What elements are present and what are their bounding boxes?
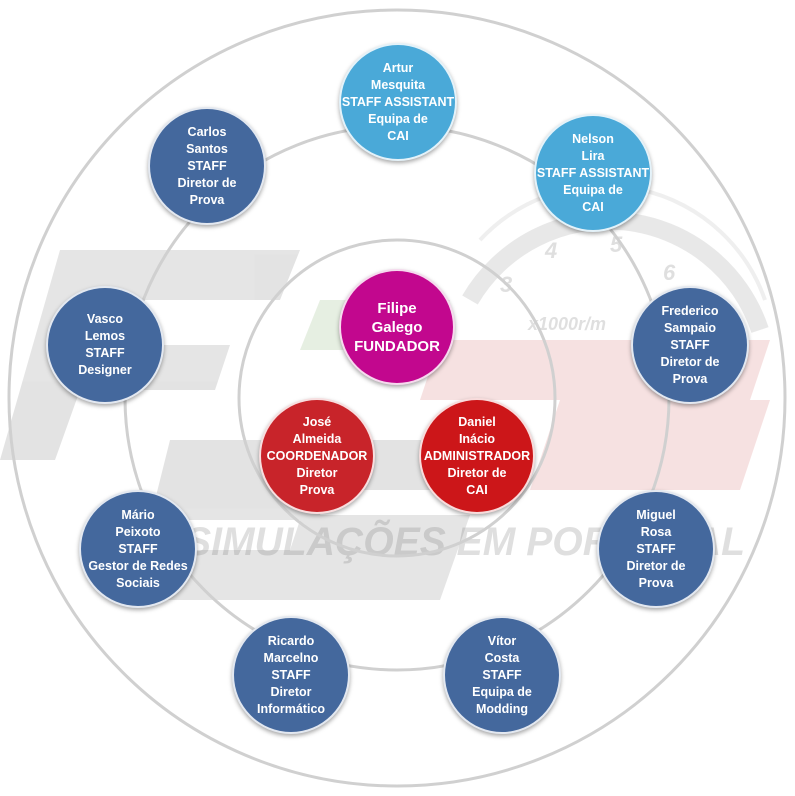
node-line: Mesquita xyxy=(370,77,426,92)
node-line: Daniel xyxy=(458,414,496,429)
node-artur-mesquita[interactable]: Artur Mesquita STAFF ASSISTANT Equipa de… xyxy=(339,43,457,161)
node-line: Prova xyxy=(672,371,708,386)
node-line: Diretor xyxy=(296,465,338,480)
node-ricardo-marcelno[interactable]: Ricardo Marcelno STAFF Diretor Informáti… xyxy=(232,616,350,734)
node-line: Equipa de xyxy=(563,182,623,197)
node-line: ADMINISTRADOR xyxy=(423,448,531,463)
node-line: STAFF xyxy=(670,337,710,352)
node-frederico-sampaio[interactable]: Frederico Sampaio STAFF Diretor de Prova xyxy=(631,286,749,404)
node-line: Santos xyxy=(186,141,228,156)
node-line: Equipa de xyxy=(368,111,428,126)
node-line: Frederico xyxy=(661,303,719,318)
node-line: Lira xyxy=(581,148,605,163)
node-jose-almeida[interactable]: José Almeida COORDENADOR Diretor Prova xyxy=(259,398,375,514)
node-line: Marcelno xyxy=(263,650,319,665)
node-line: Ricardo xyxy=(267,633,315,648)
node-vasco-lemos[interactable]: Vasco Lemos STAFF Designer xyxy=(46,286,164,404)
node-line: STAFF ASSISTANT xyxy=(341,94,455,109)
node-line: José xyxy=(302,414,332,429)
node-line: Rosa xyxy=(640,524,672,539)
node-nelson-lira[interactable]: Nelson Lira STAFF ASSISTANT Equipa de CA… xyxy=(534,114,652,232)
node-line: Diretor xyxy=(270,684,312,699)
node-line: Prova xyxy=(638,575,674,590)
node-line: Diretor de xyxy=(447,465,507,480)
node-daniel-inacio[interactable]: Daniel Inácio ADMINISTRADOR Diretor de C… xyxy=(419,398,535,514)
node-line: STAFF xyxy=(271,667,311,682)
node-line: Costa xyxy=(484,650,520,665)
node-line: Vasco xyxy=(86,312,124,326)
node-line: Artur xyxy=(382,60,414,75)
node-line: Mário xyxy=(121,507,155,522)
node-mario-peixoto[interactable]: Mário Peixoto STAFF Gestor de Redes Soci… xyxy=(79,490,197,608)
node-line: Designer xyxy=(78,363,132,377)
node-line: CAI xyxy=(582,199,604,214)
node-line: STAFF xyxy=(482,667,522,682)
node-vitor-costa[interactable]: Vítor Costa STAFF Equipa de Modding xyxy=(443,616,561,734)
node-line: Inácio xyxy=(458,431,496,446)
node-line: Diretor de xyxy=(177,175,237,190)
node-line: Filipe xyxy=(377,299,417,317)
node-line: Prova xyxy=(299,482,335,497)
inner-ring xyxy=(237,238,557,558)
node-line: Equipa de xyxy=(472,684,532,699)
node-line: FUNDADOR xyxy=(354,337,440,355)
node-line: Modding xyxy=(475,701,529,716)
node-line: Diretor de xyxy=(626,558,686,573)
node-line: Miguel xyxy=(636,507,676,522)
node-line: STAFF xyxy=(187,158,227,173)
node-line: STAFF xyxy=(636,541,676,556)
node-line: CAI xyxy=(466,482,488,497)
node-line: COORDENADOR xyxy=(266,448,368,463)
node-line: Gestor de Redes xyxy=(88,558,188,573)
node-line: Lemos xyxy=(84,329,126,343)
node-line: STAFF ASSISTANT xyxy=(536,165,650,180)
node-line: Almeida xyxy=(292,431,342,446)
node-line: Diretor de xyxy=(660,354,720,369)
outer-ring xyxy=(7,8,787,788)
node-carlos-santos[interactable]: Carlos Santos STAFF Diretor de Prova xyxy=(148,107,266,225)
node-line: Galego xyxy=(371,318,423,336)
node-line: Prova xyxy=(189,192,225,207)
node-filipe-galego[interactable]: Filipe Galego FUNDADOR xyxy=(339,269,455,385)
node-line: Vítor xyxy=(487,633,517,648)
node-line: Carlos xyxy=(187,124,227,139)
node-line: STAFF xyxy=(118,541,158,556)
node-line: Sampaio xyxy=(663,320,717,335)
node-line: CAI xyxy=(387,128,409,143)
node-line: Peixoto xyxy=(115,524,161,539)
node-line: Sociais xyxy=(116,575,160,590)
node-line: STAFF xyxy=(85,346,125,360)
node-miguel-rosa[interactable]: Miguel Rosa STAFF Diretor de Prova xyxy=(597,490,715,608)
node-line: Informático xyxy=(256,701,326,716)
node-line: Nelson xyxy=(572,131,614,146)
